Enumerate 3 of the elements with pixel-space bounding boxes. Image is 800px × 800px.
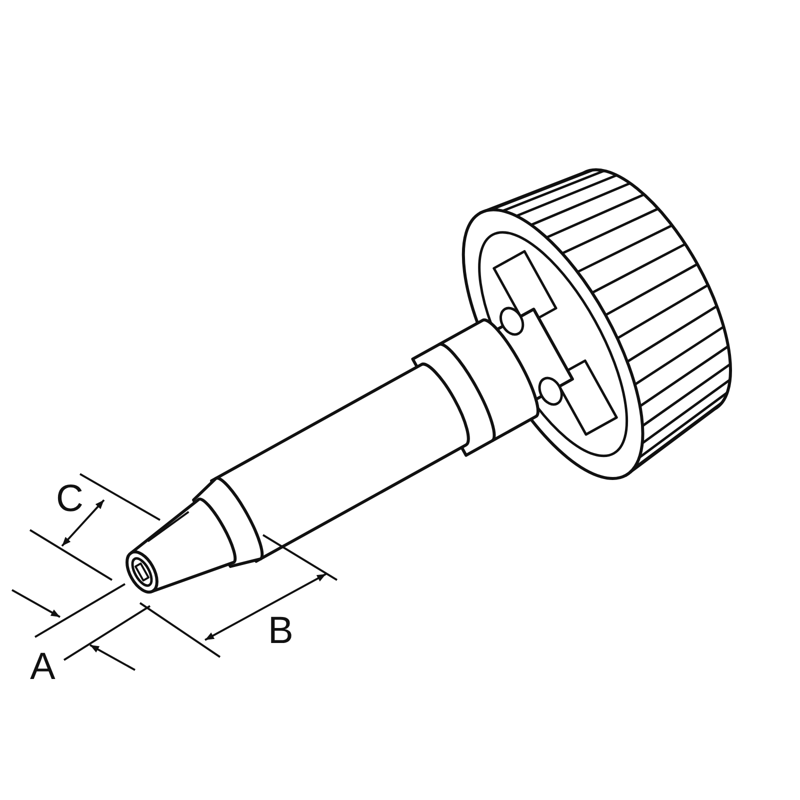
dimension-label: A (30, 648, 56, 686)
dimension-label: B (268, 612, 294, 650)
dimension-label: C (56, 480, 84, 518)
